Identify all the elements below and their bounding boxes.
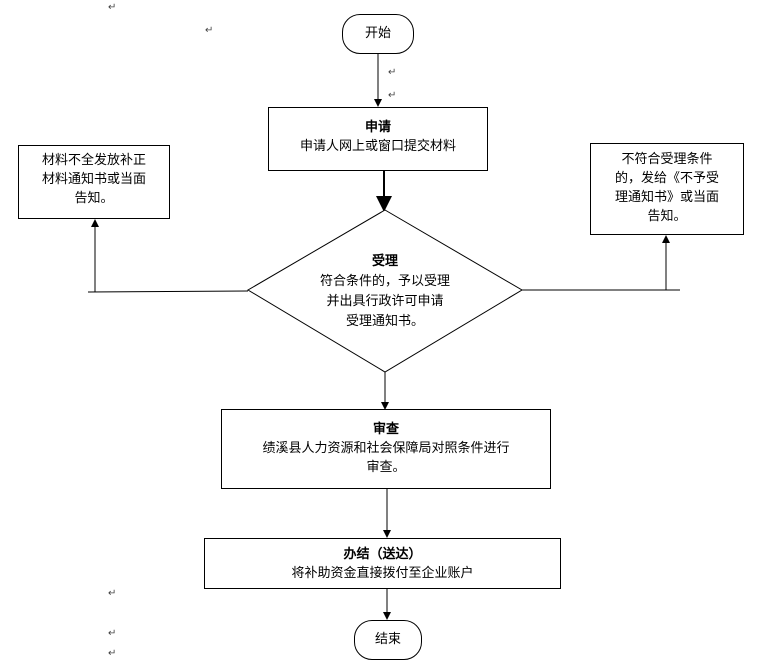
right-note-line: 告知。 xyxy=(647,209,687,224)
return-mark: ↵ xyxy=(388,90,397,101)
left-note-line: 材料不全发放补正 xyxy=(41,153,146,168)
right-note-line: 理通知书》或当面 xyxy=(614,190,719,205)
review-line: 审查。 xyxy=(366,460,406,475)
accept-text: 受理 符合条件的，予以受理 并出具行政许可申请 受理通知书。 xyxy=(290,252,480,332)
apply-text: 申请人网上或窗口提交材料 xyxy=(299,139,456,154)
return-mark: ↵ xyxy=(108,588,117,599)
right-note-line: 不符合受理条件 xyxy=(621,152,713,167)
left-note-line: 材料通知书或当面 xyxy=(41,172,146,187)
right-note-line: 的，发给《不予受 xyxy=(614,171,719,186)
finish-title: 办结（送达） xyxy=(343,547,422,562)
left-note-line: 告知。 xyxy=(74,191,114,206)
return-mark: ↵ xyxy=(108,628,117,639)
line-diamond-left xyxy=(87,290,249,293)
left-note-box: 材料不全发放补正 材料通知书或当面 告知。 xyxy=(18,145,170,219)
review-title: 审查 xyxy=(372,422,399,437)
start-terminal: 开始 xyxy=(342,14,414,54)
review-line: 绩溪县人力资源和社会保障局对照条件进行 xyxy=(262,441,510,456)
end-terminal: 结束 xyxy=(354,620,422,660)
finish-box: 办结（送达） 将补助资金直接拨付至企业账户 xyxy=(204,538,561,589)
start-label: 开始 xyxy=(364,26,391,41)
return-mark: ↵ xyxy=(108,648,117,659)
return-mark: ↵ xyxy=(205,25,214,36)
apply-title: 申请 xyxy=(364,120,391,135)
review-box: 审查 绩溪县人力资源和社会保障局对照条件进行 审查。 xyxy=(221,409,551,489)
finish-text: 将补助资金直接拨付至企业账户 xyxy=(291,566,474,581)
apply-box: 申请 申请人网上或窗口提交材料 xyxy=(268,107,488,171)
accept-line: 并出具行政许可申请 xyxy=(326,294,444,309)
accept-title: 受理 xyxy=(371,254,398,269)
accept-line: 受理通知书。 xyxy=(345,314,424,329)
return-mark: ↵ xyxy=(388,67,397,78)
end-label: 结束 xyxy=(374,632,401,647)
return-mark: ↵ xyxy=(108,2,117,13)
right-note-box: 不符合受理条件 的，发给《不予受 理通知书》或当面 告知。 xyxy=(590,143,744,235)
accept-line: 符合条件的，予以受理 xyxy=(319,274,450,289)
